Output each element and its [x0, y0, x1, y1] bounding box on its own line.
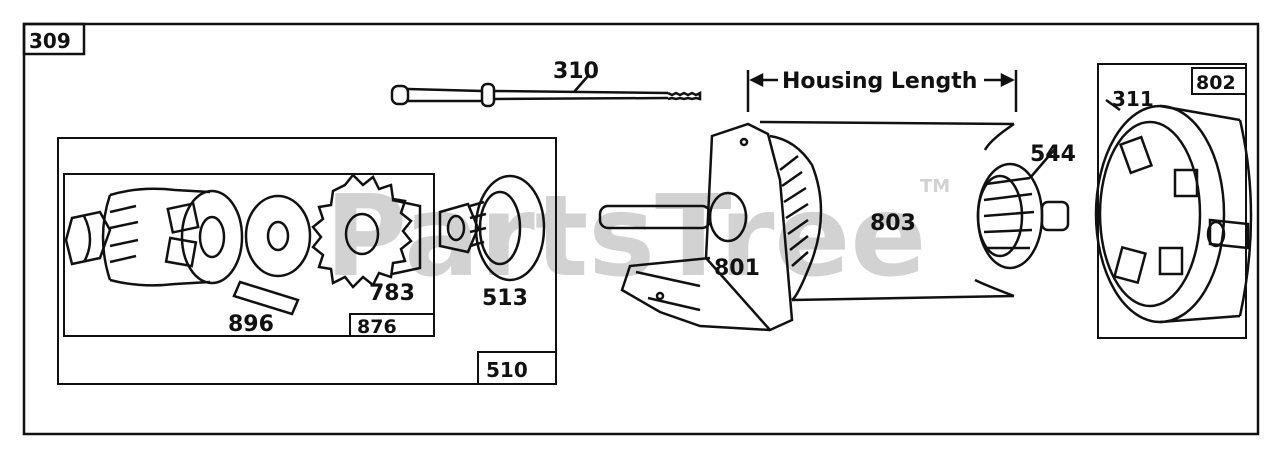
part-802-label: 802 [1196, 72, 1236, 94]
drive-clutch-drawing [64, 187, 244, 287]
part-876-box [349, 313, 435, 337]
part-510-label: 510 [486, 358, 528, 382]
part-802-end-cap-drawing [1094, 98, 1253, 324]
part-544-label: 544 [1030, 142, 1076, 167]
part-310-label: 310 [553, 59, 599, 84]
drive-assembly-box [57, 137, 557, 385]
part-896-pin-drawing [232, 280, 300, 316]
part-803-label: 803 [870, 211, 916, 236]
part-802-label-box [1191, 67, 1247, 95]
part-801-end-cap-drawing [598, 122, 794, 332]
assembly-number: 309 [29, 29, 71, 53]
part-876-label: 876 [357, 316, 397, 338]
part-802-box [1097, 63, 1247, 339]
part-896-label: 896 [228, 312, 274, 337]
assembly-frame [22, 22, 1260, 436]
part-801-label: 801 [714, 256, 760, 281]
pinion-assembly-box [63, 173, 435, 337]
part-783-label: 783 [369, 281, 415, 306]
housing-length-label: Housing Length [782, 69, 977, 94]
housing-length-dimension [746, 70, 1018, 112]
part-310-bolt-drawing [390, 75, 702, 108]
part-783-gear-drawing [311, 173, 422, 289]
washer-drawing [244, 194, 312, 278]
assembly-number-box [22, 22, 86, 56]
part-513-drawing [438, 174, 546, 282]
part-803-housing-drawing [759, 120, 1015, 302]
part-311-label: 311 [1112, 87, 1154, 111]
watermark-tm: TM [920, 176, 950, 197]
part-513-label: 513 [482, 286, 528, 311]
part-544-armature-drawing [976, 149, 1070, 270]
part-510-box [477, 351, 557, 385]
